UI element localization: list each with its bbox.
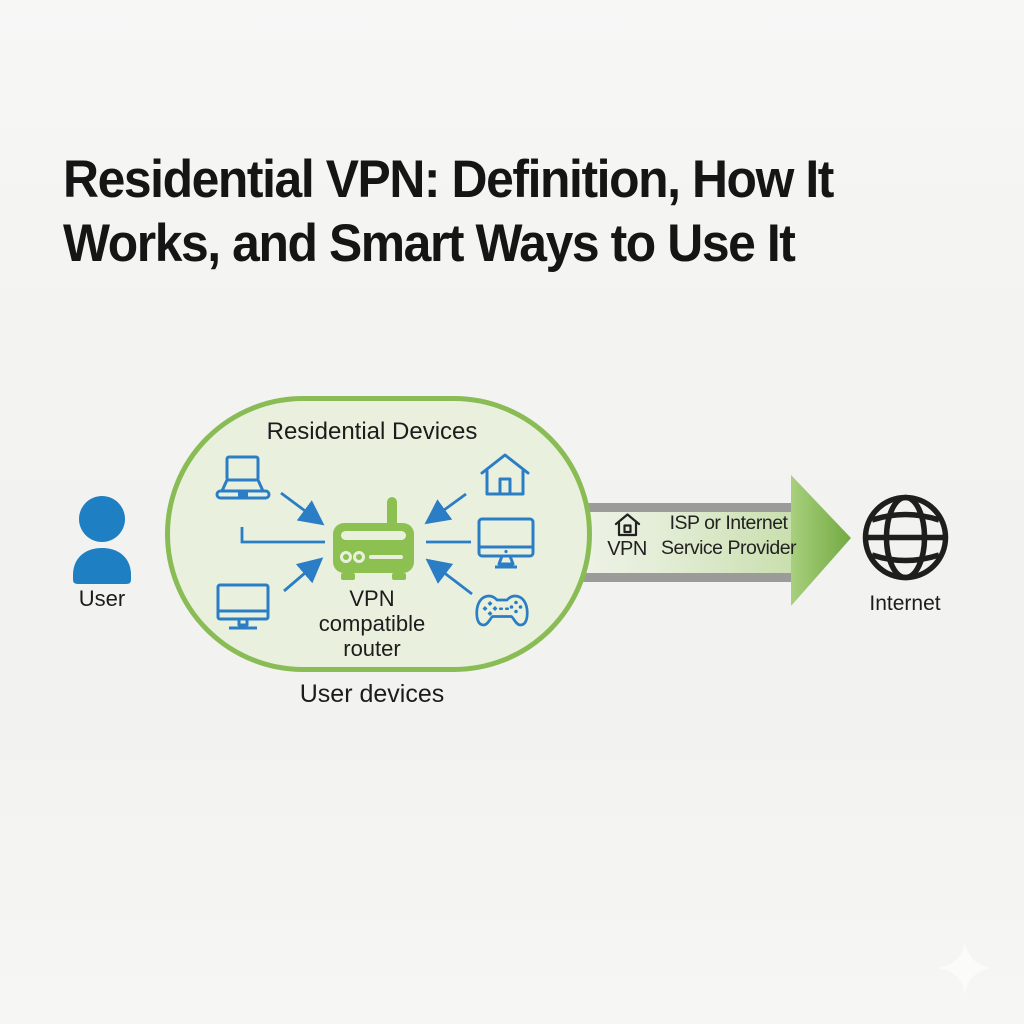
monitor-icon [216,583,270,630]
router-label-line-1: VPN [349,586,395,611]
isp-arrow-vpn-label: VPN [607,537,647,560]
user-label: User [78,586,126,611]
isp-arrow-label-left: VPN [602,512,652,561]
isp-arrow-text-line-1: ISP or Internet [669,512,788,534]
router-label-line-2: compatible [318,611,426,636]
person-icon [73,496,131,584]
house-icon [480,453,530,496]
line-left-to-router [240,527,325,544]
isp-arrow-text: ISP or Internet Service Provider [661,511,797,561]
desktop-monitor-icon [477,517,535,569]
arrow-laptop-to-router [280,491,325,526]
internet-label: Internet [869,592,941,615]
isp-arrow-shaft [556,503,792,582]
device-connection-arrows [240,491,473,596]
page-title: Residential VPN: Definition, How It Work… [63,148,947,276]
globe-icon [862,494,949,581]
router-icon [333,497,414,580]
game-controller-icon [475,594,529,627]
title-line-2: Works, and Smart Ways to Use It [63,214,796,273]
laptop-icon [215,455,271,500]
arrow-controller-to-router [425,558,473,596]
group-caption: User devices [299,680,445,708]
title-line-1: Residential VPN: Definition, How It [63,150,834,209]
isp-arrow-head-icon [791,475,851,606]
home-vpn-icon [614,512,640,536]
isp-arrow-text-line-2: Service Provider [661,537,797,559]
arrow-house-to-router [424,492,467,525]
group-heading: Residential Devices [266,418,478,445]
isp-arrow-label: VPN ISP or Internet Service Provider [602,510,802,562]
arrow-monitor-to-router [283,557,324,593]
router-label-line-3: router [343,636,401,661]
sparkle-icon [938,941,992,995]
router-label: VPN compatible router [272,586,472,661]
